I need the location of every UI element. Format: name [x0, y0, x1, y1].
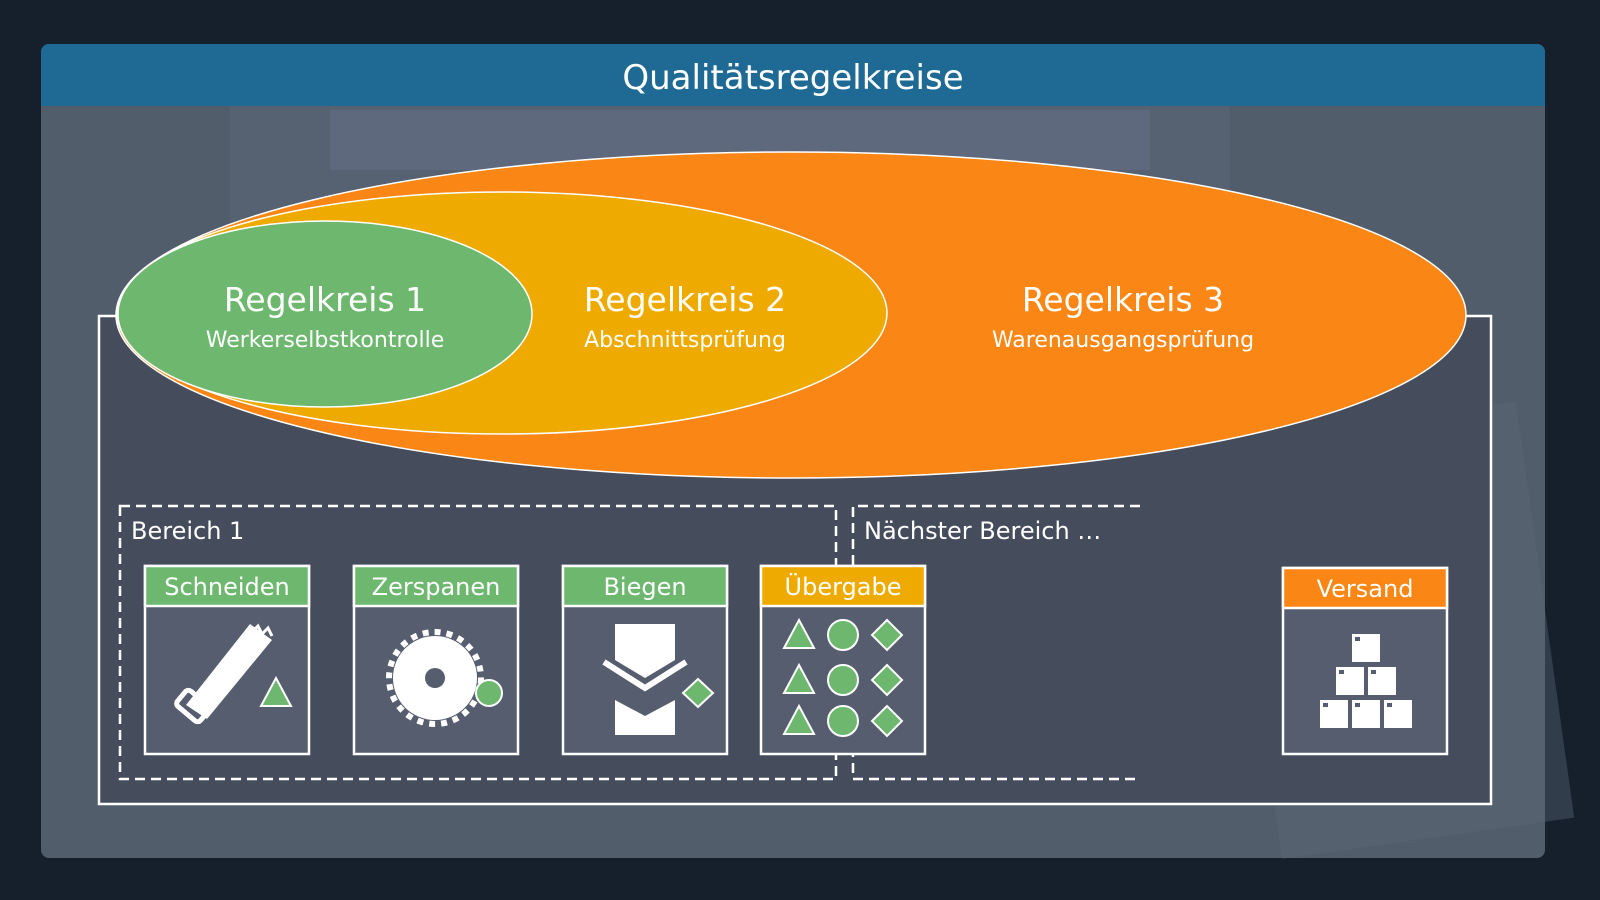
station-uebergabe: Übergabe [759, 564, 927, 756]
saw-icon [174, 623, 274, 725]
slide-title: Qualitätsregelkreise [622, 58, 963, 98]
circular-saw-icon [386, 629, 484, 727]
quality-diamond-marker [681, 677, 715, 709]
quality-triangle-marker [259, 675, 293, 707]
loop-2-title: Regelkreis 2 [584, 280, 786, 319]
area-1-label: Bereich 1 [131, 517, 244, 545]
station-versand-label: Versand [1317, 575, 1414, 603]
station-schneiden: Schneiden [143, 564, 311, 756]
next-area-label: Nächster Bereich … [864, 517, 1101, 545]
loop-1-subtitle: Werkerselbstkontrolle [206, 328, 445, 353]
station-zerspanen-label: Zerspanen [372, 573, 501, 601]
station-versand: Versand [1281, 566, 1449, 756]
loop-1-title: Regelkreis 1 [224, 280, 426, 319]
loop-3-subtitle: Warenausgangsprüfung [992, 328, 1254, 353]
station-biegen: Biegen [561, 564, 729, 756]
station-biegen-label: Biegen [603, 573, 686, 601]
station-uebergabe-label: Übergabe [785, 572, 902, 601]
loop-2-subtitle: Abschnittsprüfung [584, 328, 786, 353]
bending-press-icon [602, 624, 688, 735]
quality-circle-marker [475, 679, 503, 707]
station-schneiden-label: Schneiden [164, 573, 290, 601]
title-bar: Qualitätsregelkreise [41, 44, 1545, 106]
control-loop-ellipses: Regelkreis 1 Werkerselbstkontrolle Regel… [115, 151, 1467, 479]
box-labels [1323, 637, 1392, 707]
station-zerspanen: Zerspanen [352, 564, 520, 756]
loop-1-ellipse [117, 220, 533, 408]
loop-3-title: Regelkreis 3 [1022, 280, 1224, 319]
handover-shapes-icon [782, 617, 904, 738]
